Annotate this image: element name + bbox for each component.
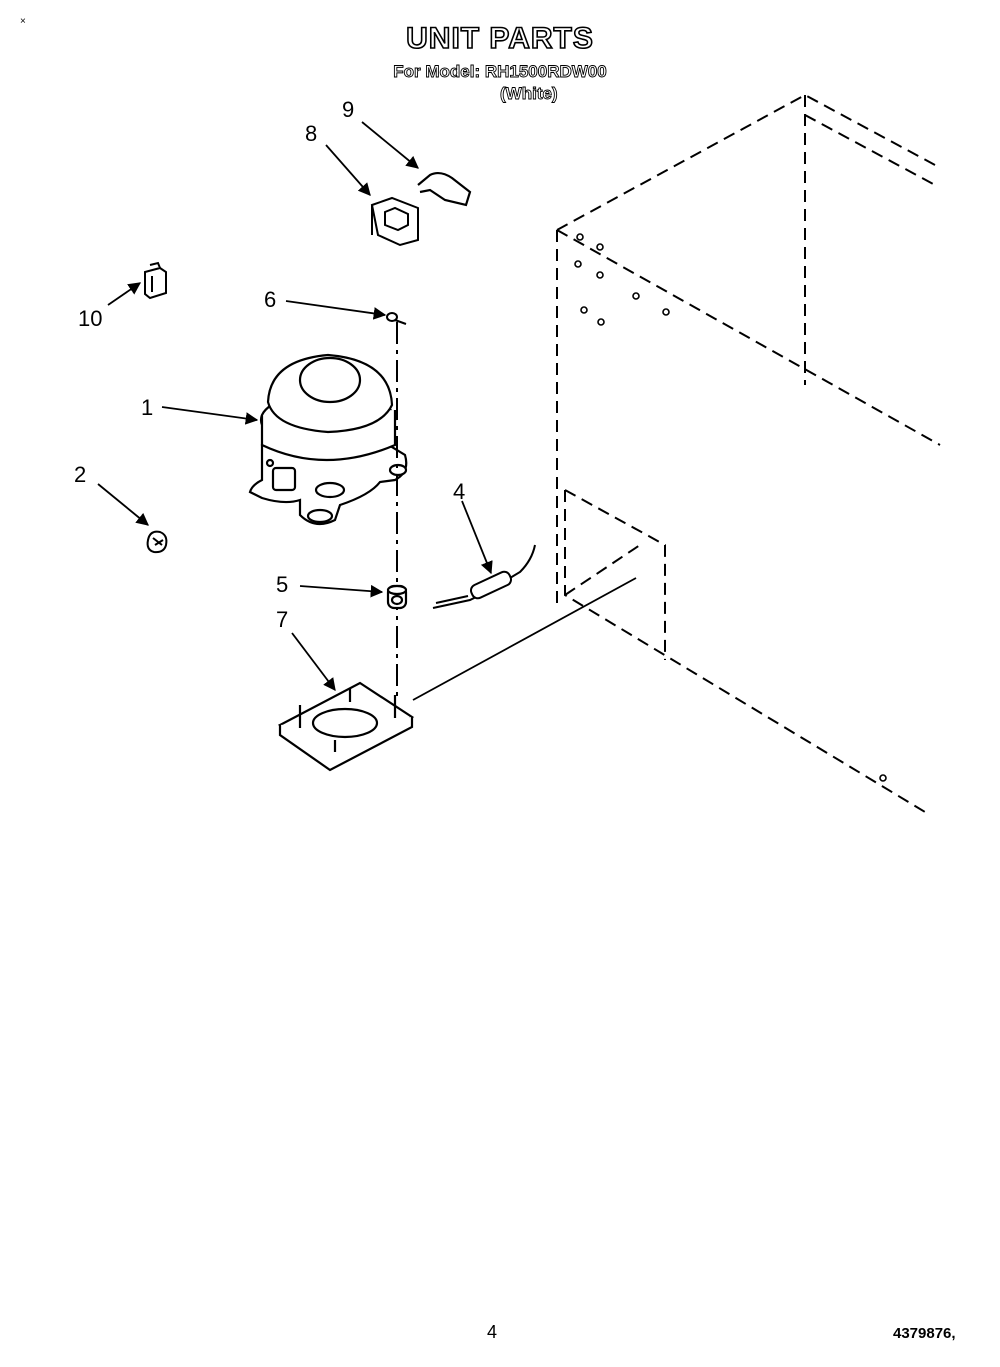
cabinet-outline: [556, 93, 941, 816]
callout-9: 9: [342, 97, 355, 122]
callout-2: 2: [74, 462, 87, 487]
model-line: For Model: RH1500RDW00: [393, 62, 607, 82]
corner-mark: ×: [20, 16, 26, 27]
grommet-part-5: [386, 584, 408, 610]
callout-arrows: [97, 121, 493, 692]
callout-5: 5: [276, 572, 289, 597]
callout-1: 1: [141, 395, 154, 420]
page-number: 4: [487, 1322, 498, 1342]
color-note: (White): [500, 84, 558, 104]
base-leader-line: [412, 577, 637, 701]
callout-8: 8: [305, 121, 318, 146]
callout-6: 6: [264, 287, 277, 312]
clip-part-2: [146, 530, 168, 554]
document-number: 4379876,: [893, 1325, 956, 1342]
base-plate-part-7: [277, 681, 415, 772]
callout-10: 10: [78, 306, 103, 331]
bracket-part-8: [370, 196, 419, 247]
compressor: [248, 353, 408, 526]
connector-part-10: [144, 261, 167, 300]
callout-7: 7: [276, 607, 289, 632]
wire-clip-part-9: [417, 171, 472, 207]
callout-4: 4: [453, 479, 466, 504]
clip-part-6: [386, 312, 407, 325]
page-title: UNIT PARTS: [405, 21, 594, 56]
tube-part-4: [432, 544, 536, 609]
cabinet-holes: [574, 233, 887, 782]
